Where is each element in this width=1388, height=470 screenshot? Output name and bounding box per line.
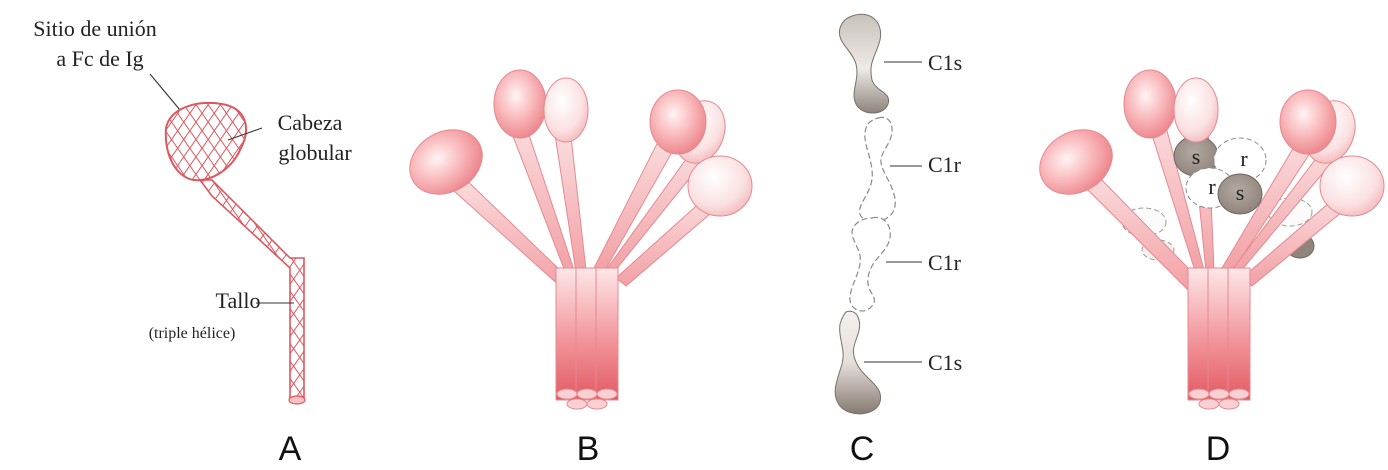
panel-a: Sitio de unión a Fc de Ig Cabeza globula… [33,16,352,468]
c1s-top-label: C1s [928,50,962,75]
panel-b: B [398,70,752,468]
panel-letter-d: D [1206,430,1231,468]
c1s-subunit-top: C1s [839,14,962,113]
head-label-line1: Cabeza [278,110,343,135]
subunit-label-s1: s [1192,144,1201,169]
c1r-lower-label: C1r [928,250,962,275]
c1r-subunit-upper: C1r [860,117,962,221]
subunit-label-s2: s [1236,180,1245,205]
c1s-bottom-label: C1s [928,350,962,375]
c1q-stems-d [1188,268,1250,409]
subunit-label-r2: r [1208,174,1216,199]
c1r-upper-label: C1r [928,152,962,177]
stalk-label-line2: (triple hélice) [149,325,236,342]
panel-letter-c: C [850,430,875,468]
stalk-label-line1: Tallo [216,288,261,313]
c1q-stems [556,268,618,409]
globular-head-mesh [166,103,246,180]
panel-letter-a: A [279,430,302,468]
c1s-subunit-bottom: C1s [835,311,962,414]
c1r-subunit-lower: C1r [850,217,962,311]
binding-site-label-line1: Sitio de unión [33,16,156,41]
binding-site-leader [150,74,180,110]
panel-c: C1s C1r C1r C1s C [835,14,962,468]
head-label-line2: globular [278,140,352,165]
c1r2s2-tetramer-front: s r r s [1174,136,1266,214]
panel-letter-b: B [577,430,600,468]
binding-site-label-line2: a Fc de Ig [56,46,143,71]
panel-d: s r r s D [1028,70,1384,468]
subunit-label-r1: r [1240,146,1248,171]
